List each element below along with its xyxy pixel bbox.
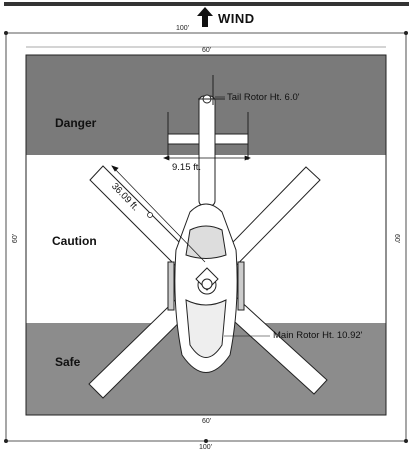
corner-marker [404, 31, 408, 35]
outer-right-dimension: 60' [393, 233, 401, 244]
danger-zone-label: Danger [55, 116, 97, 130]
outer-left-dimension: 60' [12, 233, 20, 244]
corner-marker [4, 439, 8, 443]
rotor-hub [195, 267, 219, 291]
wind-arrow-icon [197, 7, 213, 27]
corner-marker [404, 439, 408, 443]
stabilizer-width-label: 9.15 ft. [172, 162, 202, 173]
outer-top-dimension: 100' [176, 25, 190, 32]
stabilizer-dimension [163, 155, 251, 161]
landing-area-border [25, 54, 387, 416]
inner-bottom-dimension: 60' [202, 418, 212, 425]
main-rotor-height-note: Main Rotor Ht. 10.92' [273, 330, 363, 341]
tail-rotor-height-note: Tail Rotor Ht. 6.0' [227, 92, 300, 103]
top-rule [4, 2, 409, 6]
inner-top-dimension: 60' [202, 47, 212, 54]
center-marker [204, 439, 208, 443]
rotor-radius-dimension [111, 165, 206, 263]
safe-zone-label: Safe [55, 355, 81, 369]
corner-marker [4, 31, 8, 35]
wind-label: WIND [218, 11, 255, 26]
caution-zone-label: Caution [52, 234, 97, 248]
outer-bottom-dimension: 100' [199, 444, 213, 451]
